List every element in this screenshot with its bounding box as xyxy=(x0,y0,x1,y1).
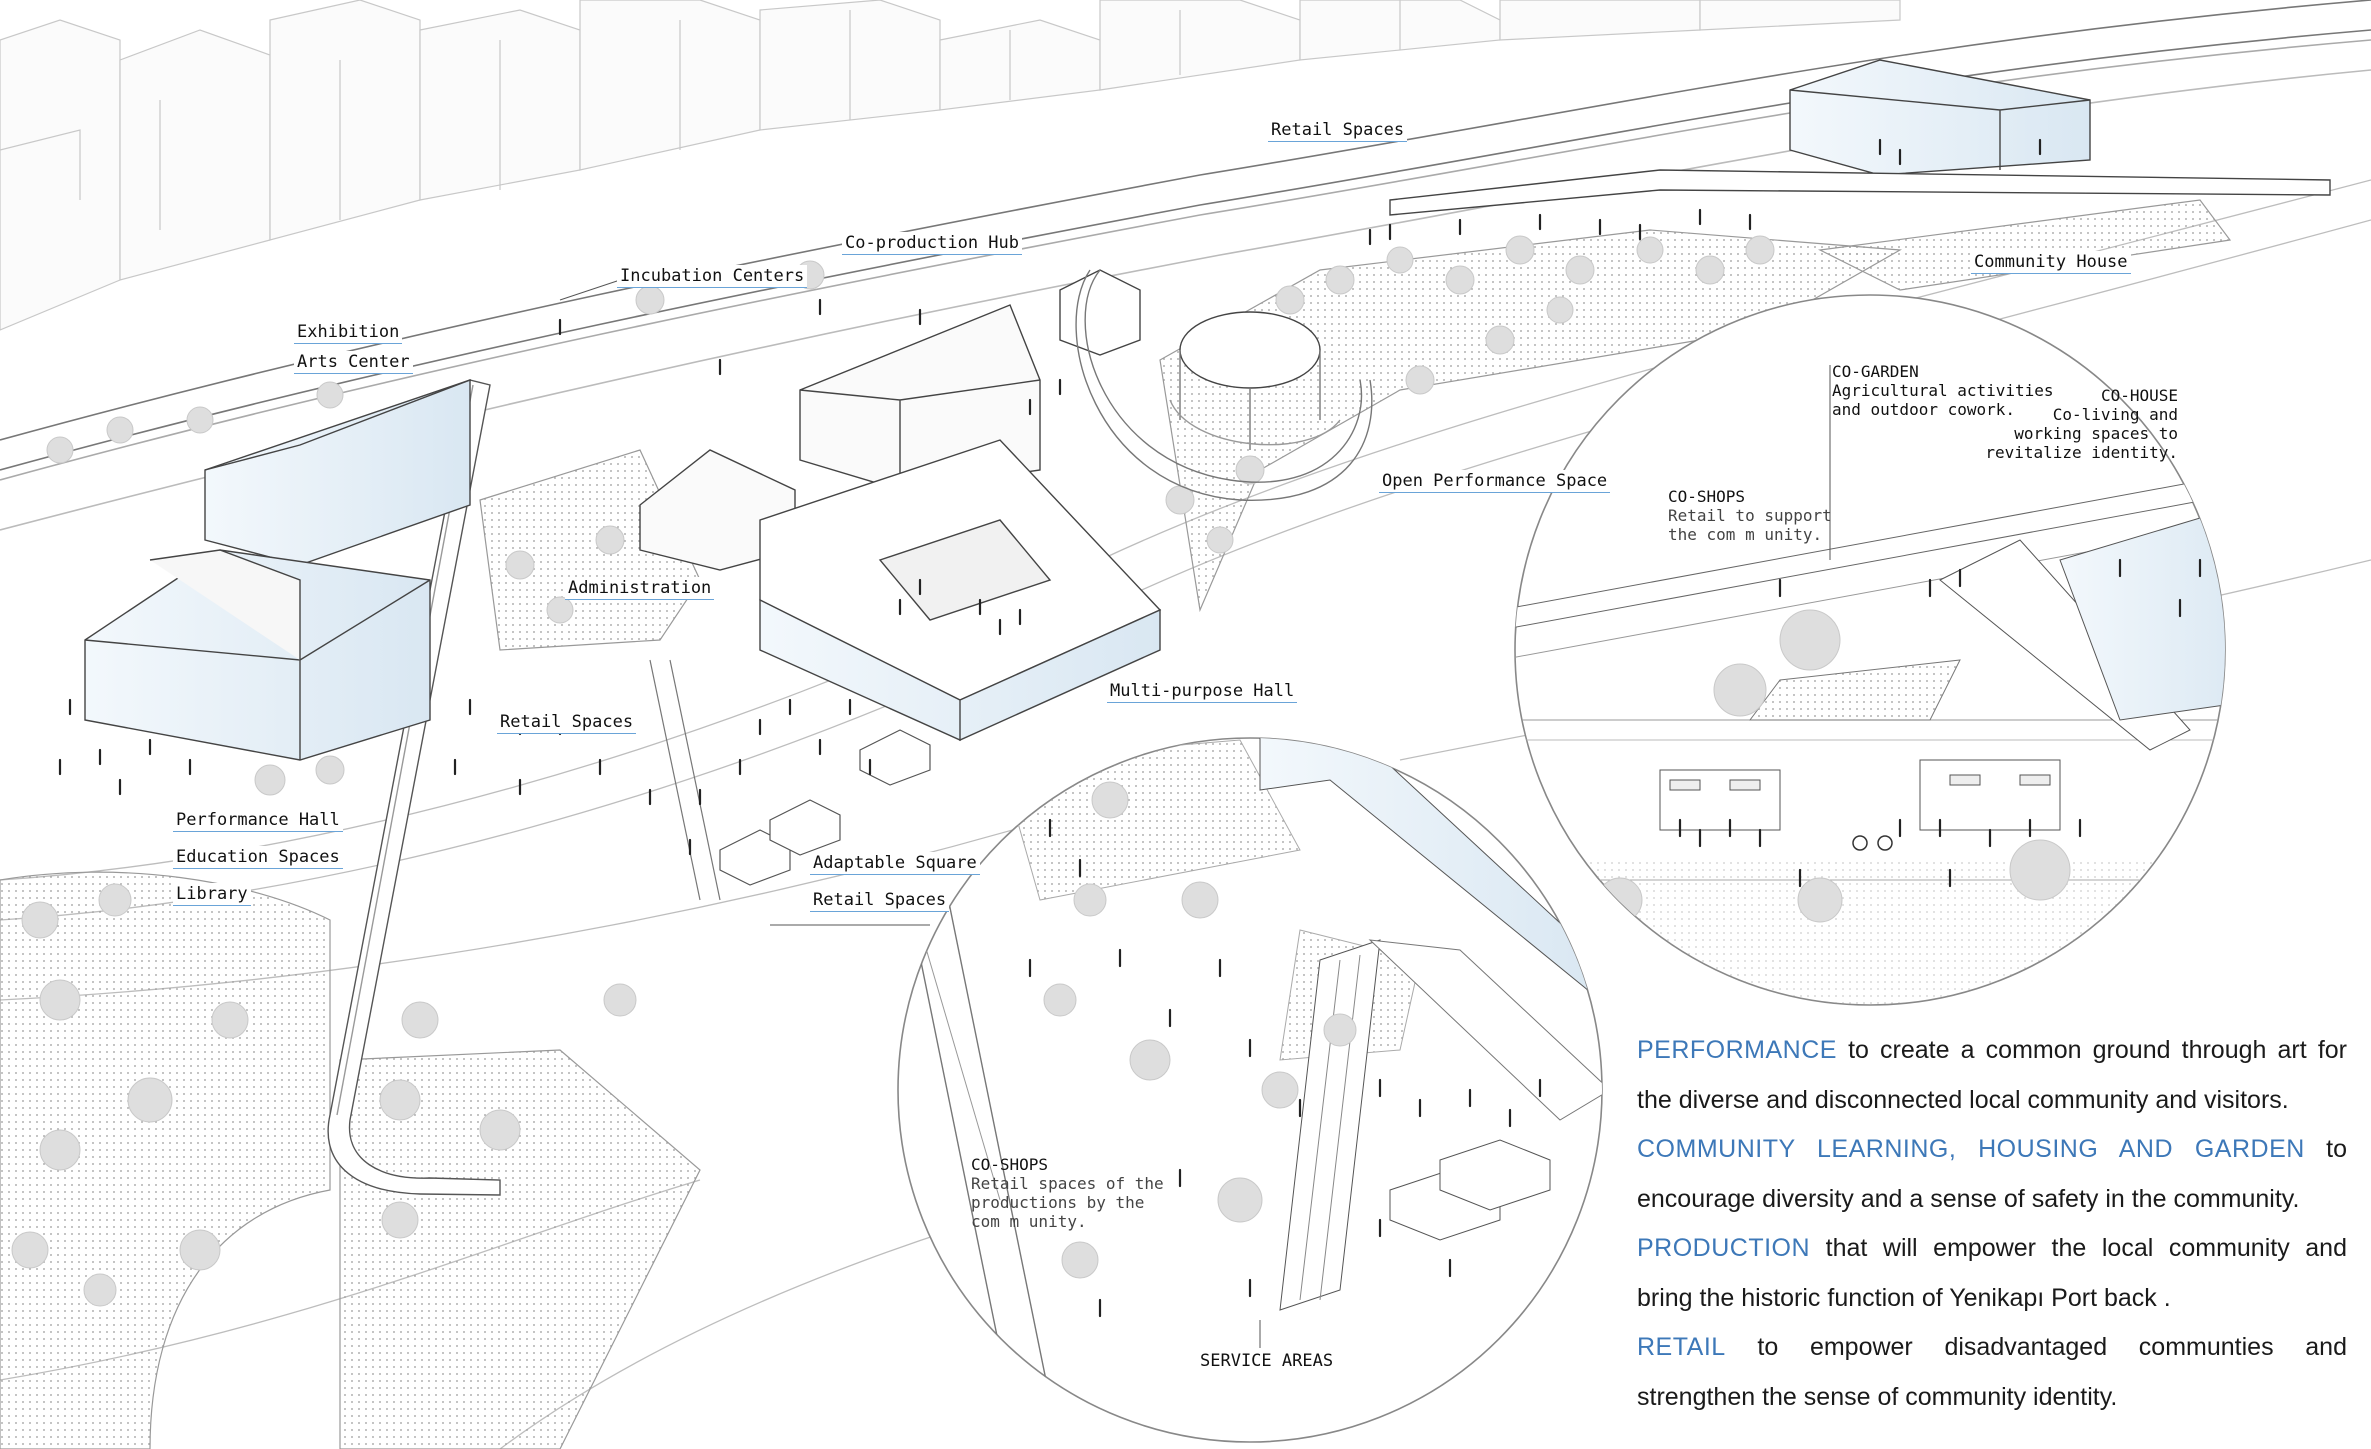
label-administration: Administration xyxy=(565,577,715,600)
statement-keyword: PRODUCTION xyxy=(1637,1234,1811,1262)
statement-retail-line-2: strengthen the sense of community identi… xyxy=(1637,1382,2118,1411)
note-co-shops-left-line: productions by the xyxy=(971,1193,1145,1212)
statement-community-line-2: encourage diversity and a sense of safet… xyxy=(1637,1184,2300,1213)
label-retail-spaces-top: Retail Spaces xyxy=(1268,119,1408,142)
statement-keyword: PERFORMANCE xyxy=(1637,1036,1837,1064)
statement-production-line-1: PRODUCTION that will empower the local c… xyxy=(1637,1224,2347,1274)
statement-production-line-2: bring the historic function of Yenikapı … xyxy=(1637,1283,2171,1312)
statement-keyword: RETAIL xyxy=(1637,1333,1726,1361)
statement-text: to xyxy=(2304,1135,2347,1163)
statement-performance-line-1: PERFORMANCE to create a common ground th… xyxy=(1637,1026,2347,1076)
note-co-garden-title: CO-GARDEN xyxy=(1832,362,1919,381)
statement-text: that will empower the local community an… xyxy=(1810,1234,2347,1262)
label-service-areas: SERVICE AREAS xyxy=(1200,1351,1334,1371)
note-co-shops-right: CO-SHOPS Retail to support the com m uni… xyxy=(1668,487,1832,544)
note-co-shops-right-line: Retail to support xyxy=(1668,506,1832,525)
statement-community-line-1: COMMUNITY LEARNING, HOUSING AND GARDEN t… xyxy=(1637,1125,2347,1175)
people xyxy=(58,138,2042,856)
label-exhibition: Exhibition xyxy=(294,321,403,344)
label-open-performance-space: Open Performance Space xyxy=(1379,470,1611,493)
leader-lines xyxy=(559,279,1831,1348)
community-house xyxy=(1389,59,2331,216)
program-statements: PERFORMANCE to create a common ground th… xyxy=(1637,1026,2347,1422)
label-performance-hall: Performance Hall xyxy=(173,809,343,832)
note-co-shops-left-title: CO-SHOPS xyxy=(971,1155,1049,1174)
note-co-house-line: working spaces to xyxy=(2014,424,2178,443)
note-co-shops-left-line: Retail spaces of the xyxy=(971,1174,1164,1193)
label-education-spaces: Education Spaces xyxy=(173,846,343,869)
label-adaptable-square: Adaptable Square xyxy=(810,852,980,875)
label-multipurpose-hall: Multi-purpose Hall xyxy=(1107,680,1298,703)
note-co-house: CO-HOUSE Co-living and working spaces to… xyxy=(1980,386,2178,462)
market-stalls xyxy=(649,659,931,901)
buildings-center xyxy=(639,269,1162,742)
statement-text: to empower disadvantaged communties and xyxy=(1725,1333,2347,1361)
note-co-shops-right-line: the com m unity. xyxy=(1668,525,1823,544)
performance-pavilion xyxy=(1075,269,1373,501)
label-incubation-centers: Incubation Centers xyxy=(617,265,808,288)
inset-left xyxy=(897,737,1603,1443)
statement-retail-line-1: RETAIL to empower disadvantaged communti… xyxy=(1637,1323,2347,1373)
note-co-shops-left-line: com m unity. xyxy=(971,1212,1087,1231)
note-co-house-line: revitalize identity. xyxy=(1985,443,2178,462)
note-co-garden-line: Agricultural activities xyxy=(1832,381,2054,400)
label-arts-center: Arts Center xyxy=(294,351,413,374)
note-co-garden: CO-GARDEN Agricultural activities and ou… xyxy=(1832,362,2054,419)
buildings-left xyxy=(84,379,471,761)
statement-text: to create a common ground through art fo… xyxy=(1836,1036,2347,1064)
label-retail-spaces-low: Retail Spaces xyxy=(810,889,950,912)
statement-keyword: COMMUNITY LEARNING, HOUSING AND GARDEN xyxy=(1637,1135,2305,1163)
label-retail-spaces-mid: Retail Spaces xyxy=(497,711,637,734)
note-co-house-title: CO-HOUSE xyxy=(2100,386,2178,405)
note-co-house-line: Co-living and xyxy=(2052,405,2178,424)
label-library: Library xyxy=(173,883,251,906)
note-co-garden-line: and outdoor cowork. xyxy=(1832,400,2016,419)
label-community-house: Community House xyxy=(1971,251,2131,274)
note-co-shops-right-title: CO-SHOPS xyxy=(1668,487,1746,506)
label-coproduction-hub: Co-production Hub xyxy=(842,232,1022,255)
trees xyxy=(11,235,1775,1307)
note-co-shops-left: CO-SHOPS Retail spaces of the production… xyxy=(971,1155,1164,1231)
statement-performance-line-2: the diverse and disconnected local commu… xyxy=(1637,1085,2289,1114)
city-blocks xyxy=(0,0,1901,331)
